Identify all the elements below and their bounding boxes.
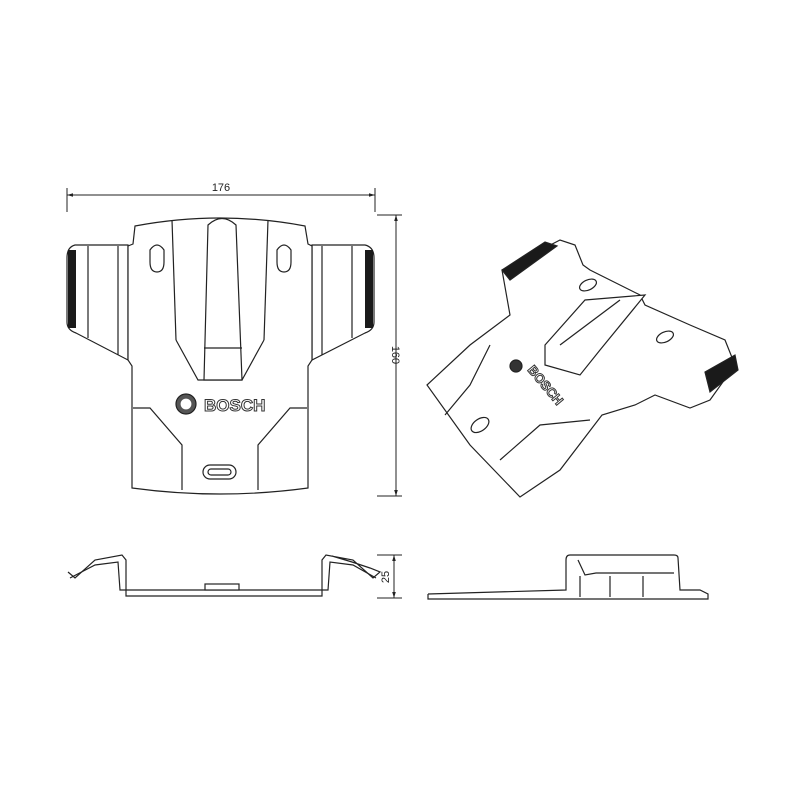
height-dimension: 160 xyxy=(377,214,402,497)
width-label: 176 xyxy=(212,182,230,194)
side-view-front xyxy=(67,554,382,597)
height-label: 160 xyxy=(389,346,401,364)
isometric-view: BOSCH xyxy=(426,239,739,498)
depth-label: 25 xyxy=(380,571,392,583)
side-view-profile xyxy=(427,554,709,600)
brand-logo-front: BOSCH xyxy=(204,396,265,415)
front-view: BOSCH xyxy=(66,217,375,495)
width-dimension: 176 xyxy=(66,182,376,212)
depth-dimension: 25 xyxy=(377,554,402,599)
